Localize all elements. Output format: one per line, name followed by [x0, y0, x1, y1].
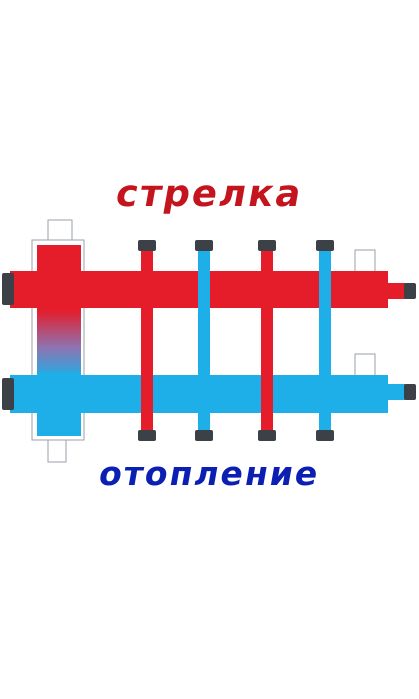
mixing-zone: [37, 310, 81, 378]
label-otoplenie: отопление: [96, 454, 324, 493]
hot-header-outlet: [380, 283, 408, 299]
cold-header-outlet: [380, 384, 408, 400]
pipe-cap-icon: [2, 240, 416, 441]
